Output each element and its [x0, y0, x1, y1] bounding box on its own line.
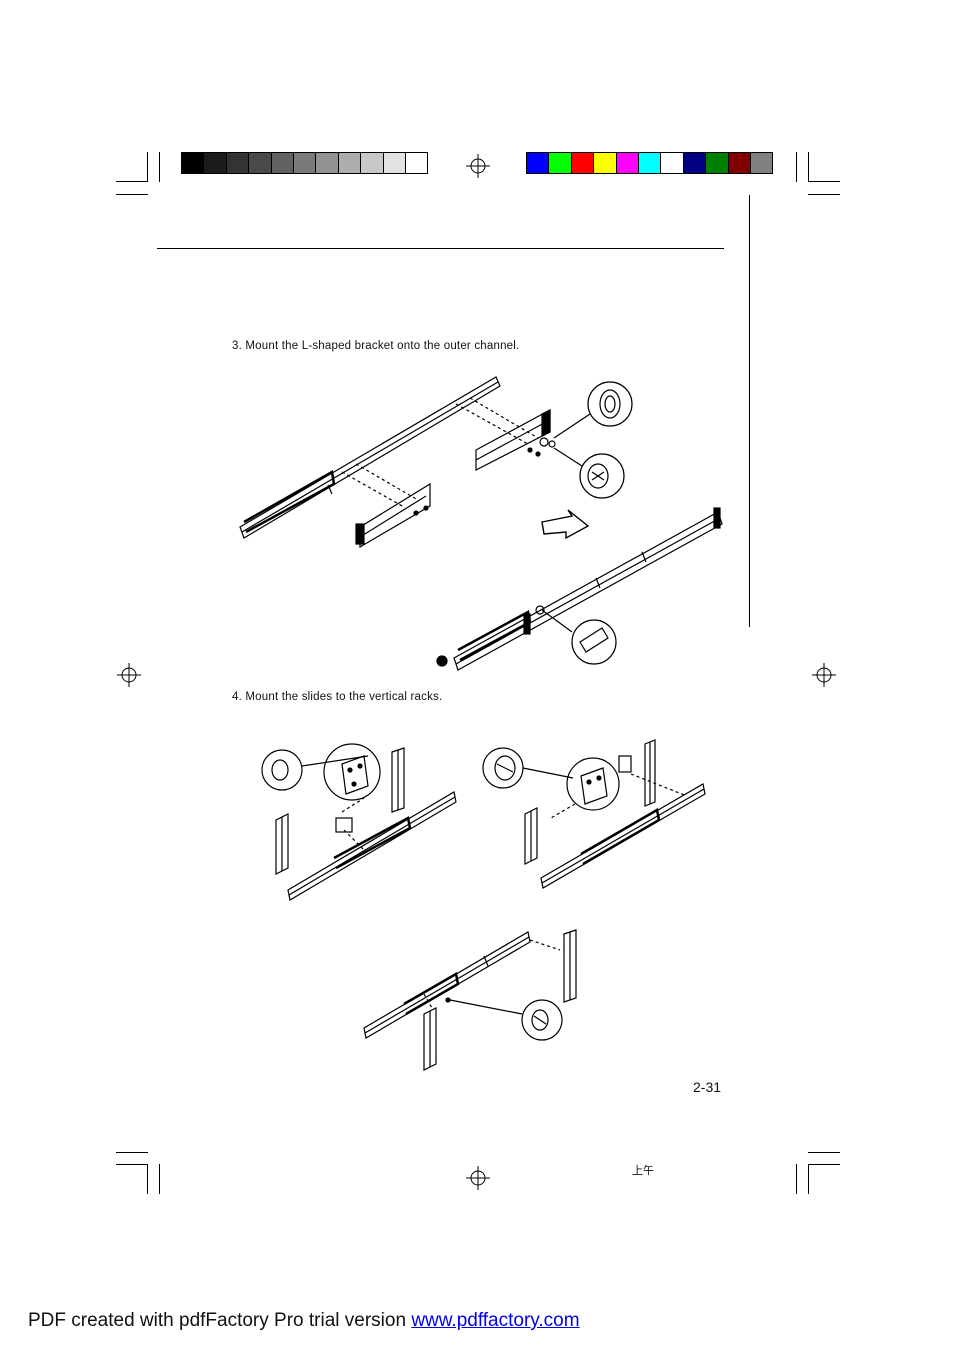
crop-mark — [808, 181, 840, 182]
crop-mark — [796, 152, 797, 182]
color-swatch — [248, 152, 272, 174]
color-swatch — [181, 152, 205, 174]
secured-slide-figure — [363, 929, 577, 1071]
crop-mark — [116, 1164, 148, 1165]
crop-mark — [159, 1164, 160, 1194]
margin-rule — [749, 195, 750, 627]
pdf-footer: PDF created with pdfFactory Pro trial ve… — [28, 1310, 580, 1332]
color-swatch — [203, 152, 227, 174]
crop-mark — [808, 152, 809, 182]
color-swatch — [360, 152, 384, 174]
crop-mark — [808, 1152, 840, 1153]
color-swatch — [570, 152, 595, 174]
color-swatch — [405, 152, 429, 174]
crop-mark — [116, 181, 148, 182]
color-swatch — [526, 152, 550, 174]
step-4-instruction: 4. Mount the slides to the vertical rack… — [232, 691, 443, 703]
crop-mark — [808, 194, 840, 195]
color-swatch — [727, 152, 751, 174]
crop-mark — [116, 194, 148, 195]
color-swatch — [382, 152, 406, 174]
color-swatch — [293, 152, 317, 174]
color-swatch — [660, 152, 684, 174]
rear-rack-mounting-figure — [482, 739, 706, 889]
pdffactory-link[interactable]: www.pdffactory.com — [411, 1310, 580, 1331]
crop-mark — [796, 1164, 797, 1194]
color-swatch — [750, 152, 774, 174]
registration-mark-icon — [466, 154, 490, 178]
crop-mark — [147, 152, 148, 182]
print-time-mark: 上午 — [632, 1165, 654, 1177]
color-swatch — [705, 152, 729, 174]
color-swatch — [315, 152, 339, 174]
header-rule — [157, 248, 724, 249]
crop-mark — [808, 1164, 809, 1194]
color-swatch — [225, 152, 250, 174]
bracket-mounting-figure — [239, 376, 723, 671]
color-swatch — [638, 152, 662, 174]
color-swatch — [337, 152, 362, 174]
page-number: 2-31 — [693, 1079, 722, 1095]
registration-mark-icon — [466, 1166, 490, 1190]
step-3-instruction: 3. Mount the L-shaped bracket onto the o… — [232, 340, 520, 352]
crop-mark — [147, 1164, 148, 1194]
front-rack-mounting-figure — [261, 743, 457, 901]
crop-mark — [808, 1164, 840, 1165]
registration-mark-icon — [812, 663, 836, 687]
registration-mark-icon — [117, 663, 141, 687]
color-swatch — [682, 152, 707, 174]
footer-prefix: PDF created with pdfFactory Pro trial ve… — [28, 1310, 412, 1331]
color-swatch — [548, 152, 572, 174]
color-swatch — [593, 152, 617, 174]
color-swatch — [615, 152, 639, 174]
crop-mark — [116, 1152, 148, 1153]
crop-mark — [159, 152, 160, 182]
color-swatch — [270, 152, 294, 174]
